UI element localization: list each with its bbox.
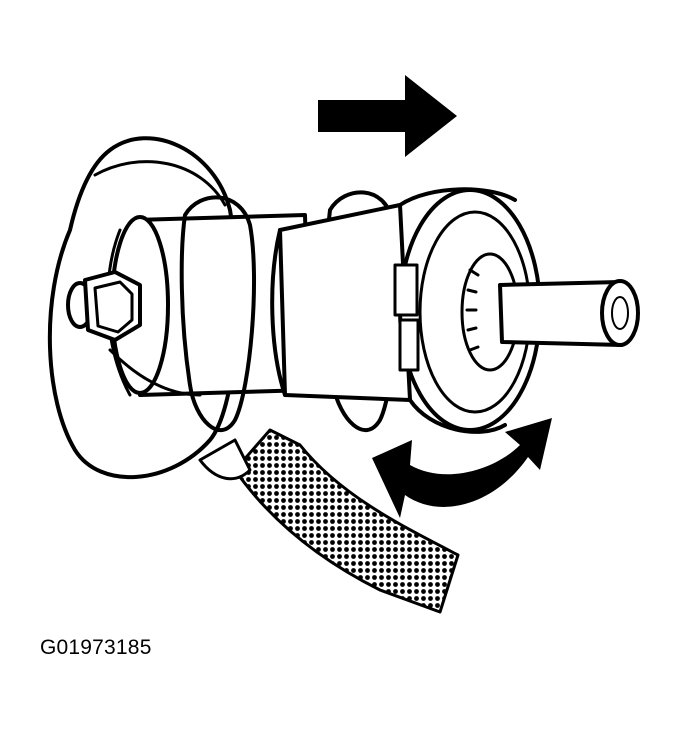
clutch-hub bbox=[393, 187, 542, 434]
rotation-direction-arrow bbox=[372, 418, 552, 518]
flex-hose bbox=[198, 428, 460, 614]
mounting-bolt bbox=[66, 270, 202, 397]
sleeve bbox=[270, 203, 412, 402]
figure-id-label: G01973185 bbox=[40, 636, 152, 659]
output-shaft bbox=[498, 279, 640, 347]
push-direction-arrow bbox=[318, 75, 457, 157]
